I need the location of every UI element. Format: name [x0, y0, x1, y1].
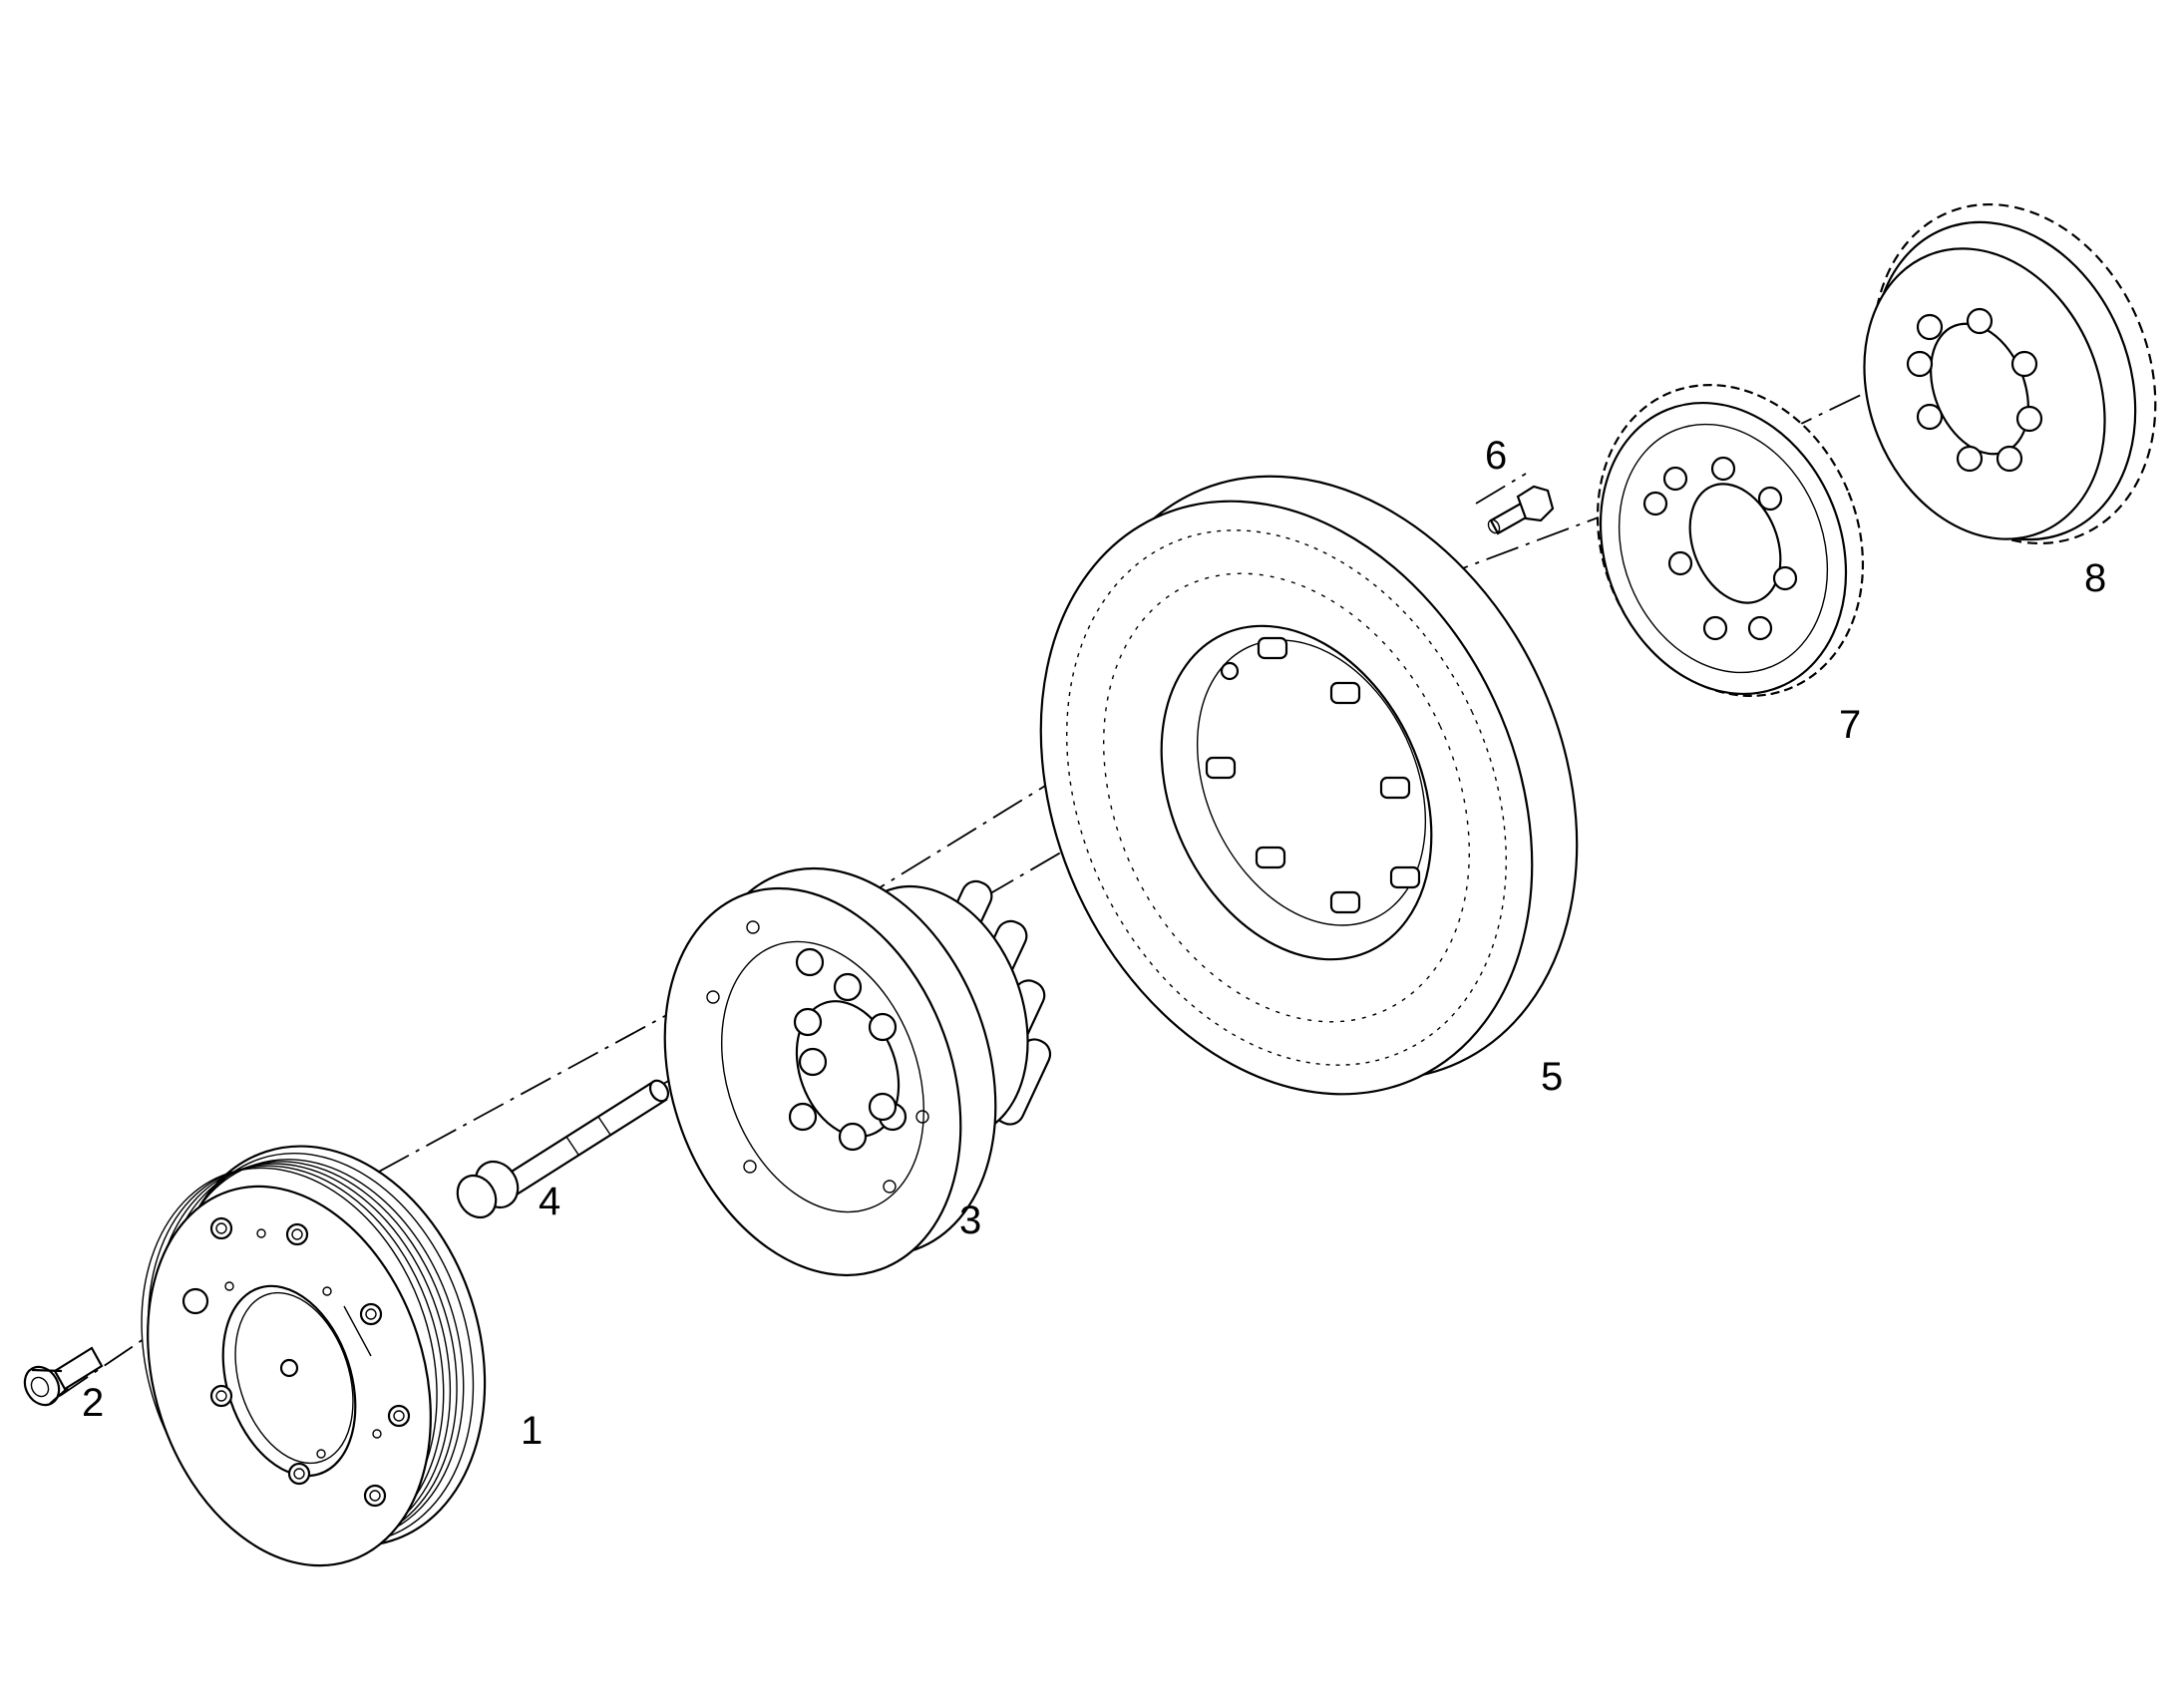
part-label-5: 5 — [1541, 1055, 1563, 1099]
long-bolt-icon — [456, 1079, 670, 1219]
hub-flange-icon — [663, 866, 1052, 1277]
part-labels: 1 2 3 4 5 6 7 8 — [82, 434, 2106, 1453]
vibration-damper-pulley-icon — [141, 1145, 487, 1567]
socket-head-bolt-icon — [23, 1346, 104, 1407]
part-label-3: 3 — [959, 1198, 981, 1242]
part-label-1: 1 — [521, 1409, 543, 1453]
large-spur-gear-icon — [1863, 202, 2157, 545]
part-label-4: 4 — [539, 1180, 560, 1223]
spur-gear-icon — [1596, 383, 1865, 698]
part-label-7: 7 — [1839, 703, 1861, 747]
part-label-2: 2 — [82, 1381, 104, 1425]
hex-bolt-icon — [1487, 485, 1555, 535]
part-label-8: 8 — [2084, 556, 2106, 600]
part-label-6: 6 — [1485, 434, 1507, 478]
ring-gear-icon — [1039, 475, 1579, 1096]
